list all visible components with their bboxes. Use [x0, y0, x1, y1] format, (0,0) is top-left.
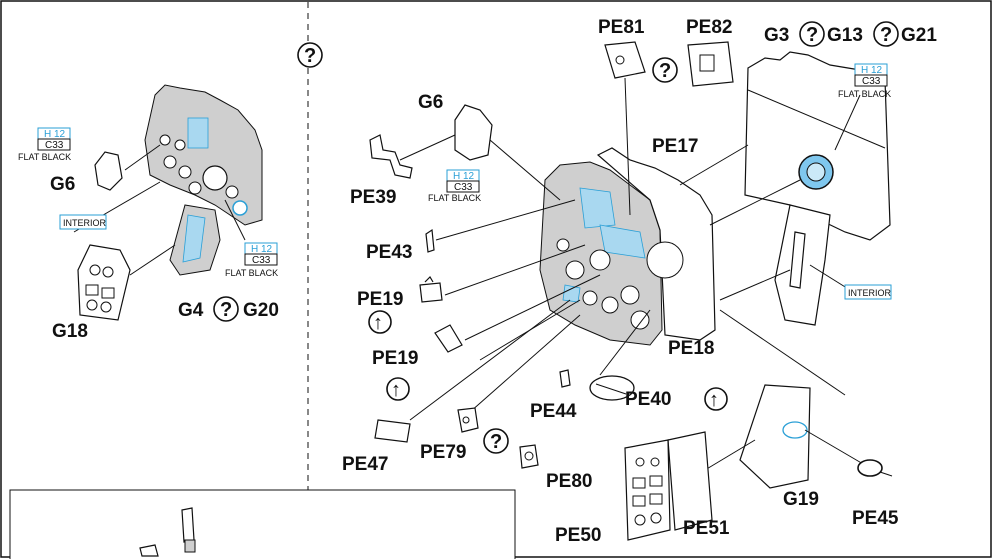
- G19-part: [739, 384, 811, 489]
- PE40-part: [589, 375, 635, 401]
- PE82-part: [687, 41, 734, 87]
- svg-text:↑: ↑: [709, 389, 719, 411]
- color-code-h12: H 12: [861, 65, 883, 76]
- right-control-column: [774, 204, 831, 326]
- left-instrument-panel: [144, 84, 263, 226]
- label-G6-mid: G6: [418, 92, 443, 113]
- svg-text:?: ?: [304, 45, 316, 67]
- PE79-part: [457, 407, 479, 433]
- color-name: FLAT BLACK: [428, 193, 481, 203]
- label-G6: G6: [50, 174, 75, 195]
- label-G4: G4: [178, 300, 204, 321]
- PE19b-part: [434, 324, 463, 353]
- color-name: FLAT BLACK: [838, 89, 891, 99]
- label-PE17: PE17: [652, 136, 698, 157]
- PE47-part: [374, 419, 411, 443]
- label-G18: G18: [52, 321, 88, 342]
- svg-text:?: ?: [490, 431, 502, 453]
- interior-label: INTERIOR: [63, 218, 107, 228]
- bend-icon: ↑: [368, 310, 392, 334]
- label-PE79: PE79: [420, 442, 466, 463]
- color-code-c33: C33: [45, 140, 64, 151]
- optional-icon: ?: [297, 42, 323, 68]
- label-PE51: PE51: [683, 518, 730, 539]
- color-code-c33: C33: [862, 76, 881, 87]
- label-G21: G21: [901, 25, 937, 46]
- label-PE50: PE50: [555, 525, 601, 546]
- color-callout-left: H 12 C33 FLAT BLACK: [18, 127, 71, 162]
- G6-mid-part: [454, 104, 493, 161]
- label-G13: G13: [827, 25, 863, 46]
- PE43-part: [425, 228, 435, 253]
- PE80-part: [519, 444, 539, 469]
- color-callout-left2: H 12 C33 FLAT BLACK: [225, 242, 278, 278]
- color-code-h12: H 12: [44, 129, 66, 140]
- bend-icon: ↑: [704, 387, 728, 411]
- PE39-part: [369, 134, 413, 179]
- optional-icon: ?: [483, 428, 509, 454]
- label-PE43: PE43: [366, 242, 412, 263]
- label-PE44: PE44: [530, 401, 577, 422]
- PE81-part: [604, 41, 646, 79]
- color-code-c33: C33: [252, 255, 271, 266]
- label-PE39: PE39: [350, 187, 396, 208]
- PE50-part: [624, 439, 671, 541]
- svg-text:?: ?: [220, 299, 232, 321]
- optional-icon: ?: [652, 57, 678, 83]
- PE19a-part: [419, 276, 443, 303]
- PE45-part: [857, 459, 893, 477]
- PE18-main-panel: [539, 161, 663, 346]
- label-G20: G20: [243, 300, 279, 321]
- label-PE47: PE47: [342, 454, 388, 475]
- label-PE81: PE81: [598, 17, 645, 38]
- interior-callout-left: INTERIOR: [59, 214, 107, 230]
- label-PE18: PE18: [668, 338, 714, 359]
- optional-icon: ?: [213, 296, 239, 322]
- label-G19: G19: [783, 489, 819, 510]
- color-code-c33: C33: [454, 182, 473, 193]
- label-PE80: PE80: [546, 471, 592, 492]
- interior-label: INTERIOR: [848, 288, 892, 298]
- left-control-column: [169, 204, 221, 276]
- label-G3: G3: [764, 25, 789, 46]
- inset-box: [9, 489, 516, 559]
- svg-text:?: ?: [806, 24, 818, 46]
- G6-left-part: [94, 151, 123, 191]
- color-callout-right: H 12 C33 FLAT BLACK: [838, 63, 891, 99]
- PE44-part: [559, 369, 571, 388]
- svg-text:?: ?: [880, 24, 892, 46]
- interior-callout-right: INTERIOR: [844, 284, 892, 300]
- svg-text:↑: ↑: [391, 379, 401, 401]
- optional-icon: ?: [873, 21, 899, 47]
- PE51-part: [667, 431, 713, 531]
- svg-text:?: ?: [659, 60, 671, 82]
- color-code-h12: H 12: [251, 244, 273, 255]
- PE17-backing: [596, 147, 716, 341]
- optional-icon: ?: [799, 21, 825, 47]
- color-callout-mid: H 12 C33 FLAT BLACK: [428, 169, 481, 203]
- svg-text:↑: ↑: [373, 312, 383, 334]
- color-name: FLAT BLACK: [18, 152, 71, 162]
- inset-partial-part: [139, 507, 196, 557]
- bend-icon: ↑: [386, 377, 410, 401]
- G18-left-part: [77, 244, 131, 321]
- label-PE19: PE19: [357, 289, 403, 310]
- label-PE19: PE19: [372, 348, 418, 369]
- color-code-h12: H 12: [453, 171, 475, 182]
- label-PE45: PE45: [852, 508, 899, 529]
- color-name: FLAT BLACK: [225, 268, 278, 278]
- label-PE82: PE82: [686, 17, 732, 38]
- label-PE40: PE40: [625, 389, 671, 410]
